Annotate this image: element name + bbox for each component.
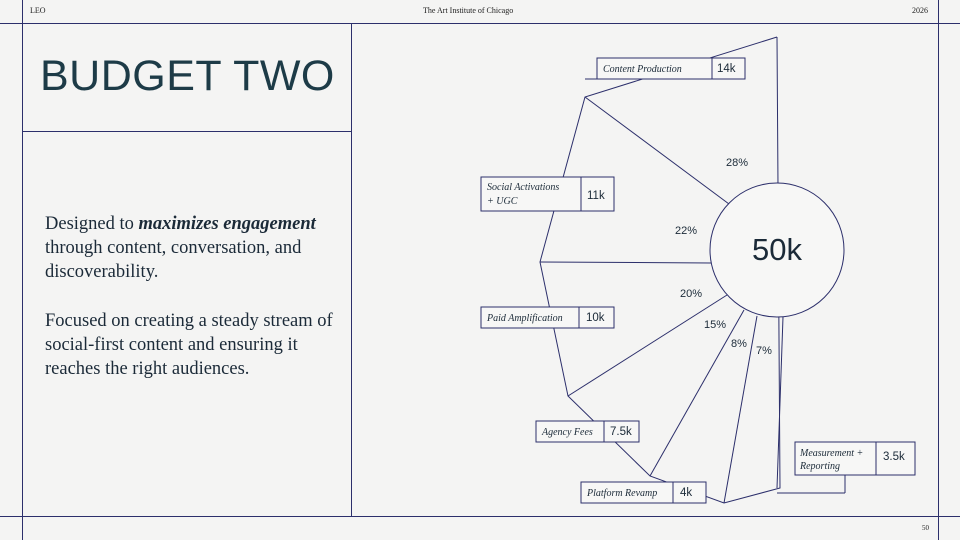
focus-paragraph: Focused on creating a steady stream of s… <box>45 311 333 379</box>
social-activations-label-1: Social Activations <box>487 182 559 193</box>
spoke-content-social <box>584 96 730 205</box>
total-circle <box>709 182 845 318</box>
measurement-amount: 3.5k <box>883 451 905 463</box>
right-rule <box>938 0 939 540</box>
platform-revamp-amount: 4k <box>680 487 692 499</box>
agency-fees-box <box>535 420 640 443</box>
inner-connector-1 <box>776 316 784 489</box>
platform-revamp-share: 8% <box>731 338 747 350</box>
agency-fees-label: Agency Fees <box>541 427 593 438</box>
footer-rule <box>0 516 960 517</box>
social-activations-share: 22% <box>675 225 697 237</box>
spoke-platform-measurement <box>723 315 758 504</box>
paid-amplification-label: Paid Amplification <box>486 313 563 324</box>
social-activations-box <box>480 176 615 212</box>
intro-paragraph: Designed to maximizes engagement through… <box>45 212 345 284</box>
spoke-social-paid <box>539 261 712 264</box>
measurement-label-2: Reporting <box>799 461 840 472</box>
measurement-share: 7% <box>756 345 772 357</box>
content-production-label: Content Production <box>603 64 682 75</box>
total-amount: 50k <box>752 232 802 267</box>
intro-text-end: through content, conversation, and disco… <box>45 238 302 282</box>
title-rule <box>22 131 352 132</box>
measurement-reporting-box <box>794 441 916 476</box>
spoke-agency-platform <box>649 309 745 477</box>
panel-divider <box>351 23 352 517</box>
header-rule <box>0 23 960 24</box>
platform-revamp-label: Platform Revamp <box>586 488 657 499</box>
header-center-label: The Art Institute of Chicago <box>423 6 514 15</box>
agency-fees-amount: 7.5k <box>610 426 632 438</box>
content-production-box <box>596 57 746 80</box>
social-activations-label-2: + UGC <box>487 196 518 207</box>
platform-revamp-box <box>580 481 707 504</box>
intro-emphasis: maximizes engagement <box>138 214 316 234</box>
page-title: BUDGET TWO <box>40 52 335 100</box>
measurement-label-1: Measurement + <box>799 448 863 459</box>
paid-amplification-amount: 10k <box>586 312 605 324</box>
header-left-label: LEO <box>30 6 46 15</box>
page-number: 50 <box>922 524 929 532</box>
content-production-share: 28% <box>726 157 748 169</box>
paid-amplification-share: 20% <box>680 288 702 300</box>
agency-fees-share: 15% <box>704 319 726 331</box>
spoke-paid-agency <box>567 294 728 397</box>
paid-amplification-box <box>480 306 615 329</box>
intro-text-start: Designed to <box>45 214 139 234</box>
content-production-amount: 14k <box>717 63 736 75</box>
header-right-label: 2026 <box>912 6 928 15</box>
social-activations-amount: 11k <box>587 190 605 202</box>
left-rule <box>22 0 23 540</box>
